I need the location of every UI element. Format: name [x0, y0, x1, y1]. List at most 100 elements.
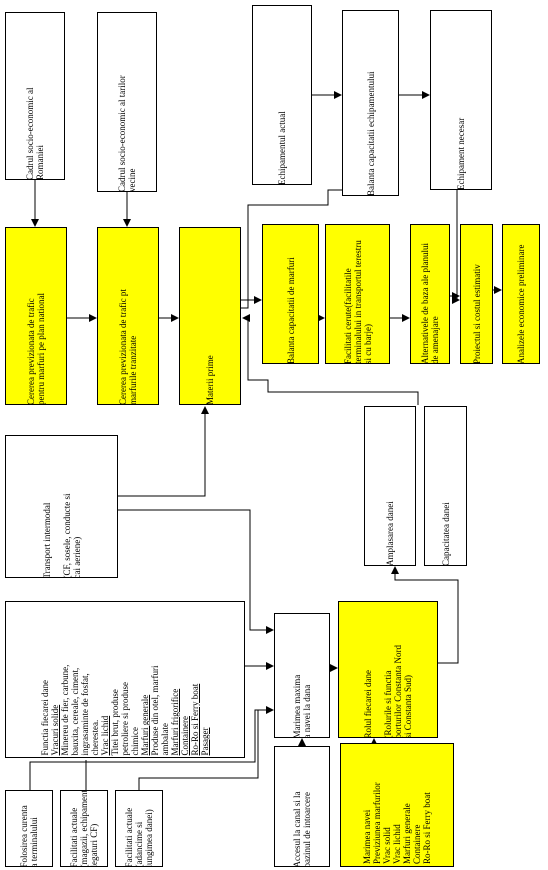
functia-line: Containere	[180, 715, 190, 756]
functia-line: Ro-Ro si Ferry boat	[190, 683, 200, 755]
accesul-line: bazinul de intoarcere	[302, 791, 312, 867]
marimea_navei-line: Marimea navei	[362, 809, 372, 864]
text-echipament-necesar: Echipament necesar	[456, 11, 466, 189]
box-balanta-marfuri: Balanta capacitatii de marfuri	[262, 224, 319, 364]
transport-line: Transport intermodal	[41, 502, 52, 578]
text-analize: Analizele economice preliminare	[516, 225, 526, 363]
rolul-line: porturilor Constanta Nord	[393, 644, 403, 738]
functia-line: Titei brut, produse	[110, 688, 120, 755]
box-echipament-necesar: Echipament necesar	[430, 10, 492, 190]
rolul-line: si Constanta Sud)	[403, 674, 413, 738]
rolul-line	[373, 602, 383, 737]
functia-line: chimice	[130, 726, 140, 756]
alternative-line: Alternativele de baza ale planului	[420, 243, 430, 364]
facilitati_cerute-line: Facilitati cerute(facilitatile	[342, 268, 353, 364]
text-facilitati-actuale-1: Facilitati actuale(magazii, echipamente,…	[69, 790, 99, 867]
text-rolul-danelor: Rolul fiecarei dane (Rolurile si functia…	[363, 602, 413, 738]
cerere_nat-line: Cererea previzionata de trafic	[26, 298, 36, 405]
fac_act1-line: (magazii, echipamente,	[79, 790, 89, 867]
rolul-line: Rolul fiecarei dane	[363, 669, 373, 738]
marimea_navei-line: Vrac lichid	[392, 824, 402, 864]
functia-line: cherestea.	[90, 719, 100, 755]
functia-line: Vrac lichid	[100, 715, 110, 755]
fac_act2-line: Facilitati actuale	[124, 807, 134, 867]
cadru_vecine-line: vecine	[127, 168, 137, 192]
marimea_navei-line: Ro-Ro si Ferry boat	[422, 792, 432, 864]
text-balanta-marfuri: Balanta capacitatii de marfuri	[285, 225, 296, 364]
alternative-line: de amenajare	[430, 316, 440, 364]
box-capacitatea-danei: Capacitatea danei	[424, 406, 467, 566]
box-facilitati-actuale-1: Facilitati actuale(magazii, echipamente,…	[60, 790, 108, 867]
marimea_navei-line: Vrac solid	[382, 827, 392, 864]
text-proiect: Proiectul si costul estimativ	[471, 225, 482, 364]
cerere_nat-line: pentru marfuri pe plan national	[36, 293, 46, 405]
functia-line: Produse din otel, marfuri	[150, 665, 160, 755]
functia-line: ingrasaminte de fosfat,	[80, 672, 90, 755]
functia-line: Minereu de fier, carbune,	[60, 664, 70, 755]
proiect-line: Proiectul si costul estimativ	[471, 264, 482, 364]
transport-line	[52, 436, 62, 577]
text-echipament-actual: Echipamentul actual	[277, 6, 287, 185]
box-analize: Analizele economice preliminare	[502, 224, 540, 364]
text-materii-prime: Materii prime	[205, 228, 215, 405]
accesul-line: Accesul la canal si la	[292, 791, 302, 867]
functia-line: Marfuri frigorifice	[170, 688, 180, 755]
cerere_tranz-line: Cererea previzionata de trafic pt	[118, 289, 128, 405]
facilitati_cerute-line: si cu barje)	[362, 324, 373, 364]
echip_actual-line: Echipamentul actual	[277, 111, 287, 185]
balanta_marfuri-line: Balanta capacitatii de marfuri	[285, 257, 296, 364]
text-amplasarea-danei: Amplasarea danei	[385, 407, 395, 566]
text-transport-intermodal: Transport intermodal (CF, sosele, conduc…	[41, 436, 82, 578]
marimea_navei-line: Marfuri generale	[402, 803, 412, 864]
box-echipament-actual: Echipamentul actual	[252, 5, 312, 185]
facilitati_cerute-line: terminalului in transportul terestru	[352, 240, 363, 364]
folosirea-line: Folosirea curenta	[19, 804, 29, 867]
fac_act1-line: Facilitati actuale	[69, 807, 79, 867]
marimea_max-line: Marimea maxima	[292, 674, 302, 738]
edge-transport-to-materii	[118, 406, 209, 497]
functia-line: petroliere si produse	[120, 681, 130, 755]
box-proiect: Proiectul si costul estimativ	[460, 224, 493, 364]
text-capacitatea-danei: Capacitatea danei	[441, 407, 451, 565]
amplasare-line: Amplasarea danei	[385, 501, 395, 566]
fac_act2-line: lungimea danei)	[144, 808, 154, 867]
materii-line: Materii prime	[205, 355, 215, 405]
cadru_ro-line: Cadrul socio-economic al	[25, 87, 35, 180]
functia-line: Functia fiecarei dane	[40, 679, 50, 755]
rolul-line: (Rolurile si functia	[383, 670, 393, 738]
transport-line: (CF, sosele, conducte si	[61, 492, 72, 578]
marimea_navei-line: Previziunea marfurilor	[372, 782, 382, 864]
box-balanta-echipament: Balanta capacitatii echipamentului	[342, 10, 399, 196]
functia-line: Vracuri solide	[50, 704, 60, 755]
functia-line: ambalate	[160, 722, 170, 755]
transport-line: cai aeriene)	[71, 536, 82, 578]
cadru_ro-line: Romaniei	[35, 145, 45, 180]
functia-line: Marfuri generale	[140, 694, 150, 755]
cadru_vecine-line: Cadrul socio-economic al tarilor	[117, 75, 127, 192]
